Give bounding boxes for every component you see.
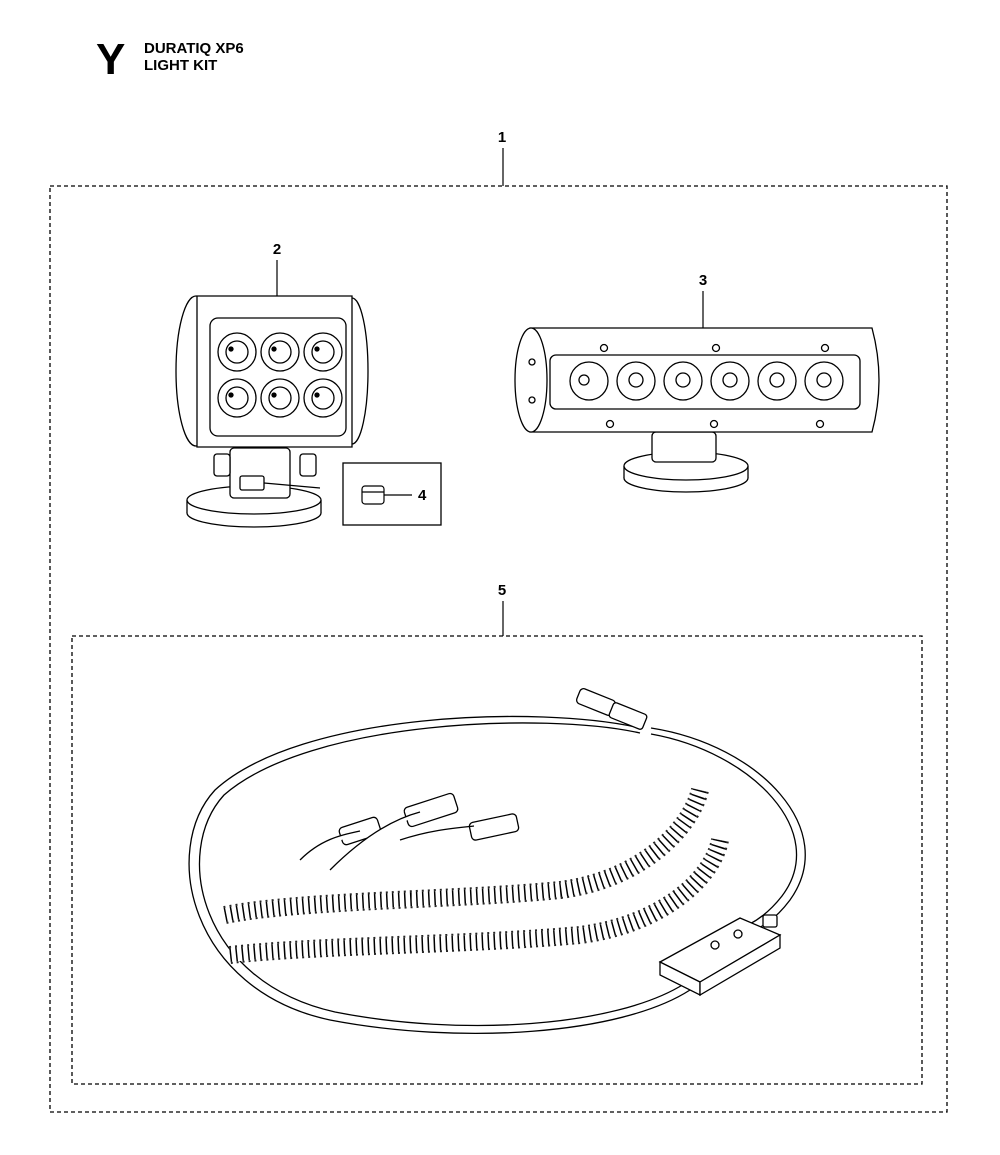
- light-bar-leds: [569, 361, 844, 401]
- wiring-harness-illustration: [188, 688, 806, 1035]
- light-bar-screws: [528, 343, 830, 429]
- section-letter: Y: [96, 35, 126, 84]
- callout-2: 2: [273, 241, 281, 258]
- kit-outline: [49, 185, 948, 1113]
- callout-5: 5: [498, 582, 506, 599]
- work-light-illustration: [175, 295, 369, 528]
- light-bar-end-cap: [514, 327, 548, 433]
- harness-coil-1: [223, 787, 709, 924]
- work-light-led-grid: [217, 332, 343, 418]
- harness-top-connector: [575, 688, 648, 730]
- harness-split-connectors: [299, 792, 520, 871]
- light-bar-bracket: [651, 431, 717, 463]
- harness-coil-2: [229, 837, 729, 964]
- callout-4: 4: [418, 487, 427, 504]
- harness-cable-outer: [188, 715, 691, 1035]
- kit-title: LIGHT KIT: [144, 57, 218, 74]
- callout-1: 1: [498, 129, 506, 146]
- callout-3: 3: [699, 272, 707, 289]
- harness-switch-box: [658, 914, 782, 997]
- fastener-part: [361, 485, 385, 505]
- light-bar-illustration: [514, 327, 880, 493]
- fastener-detail-box: [342, 462, 442, 526]
- title-block: DURATIQ XP6 LIGHT KIT: [144, 40, 244, 74]
- model-name: DURATIQ XP6: [144, 40, 244, 57]
- harness-outline: [71, 635, 923, 1085]
